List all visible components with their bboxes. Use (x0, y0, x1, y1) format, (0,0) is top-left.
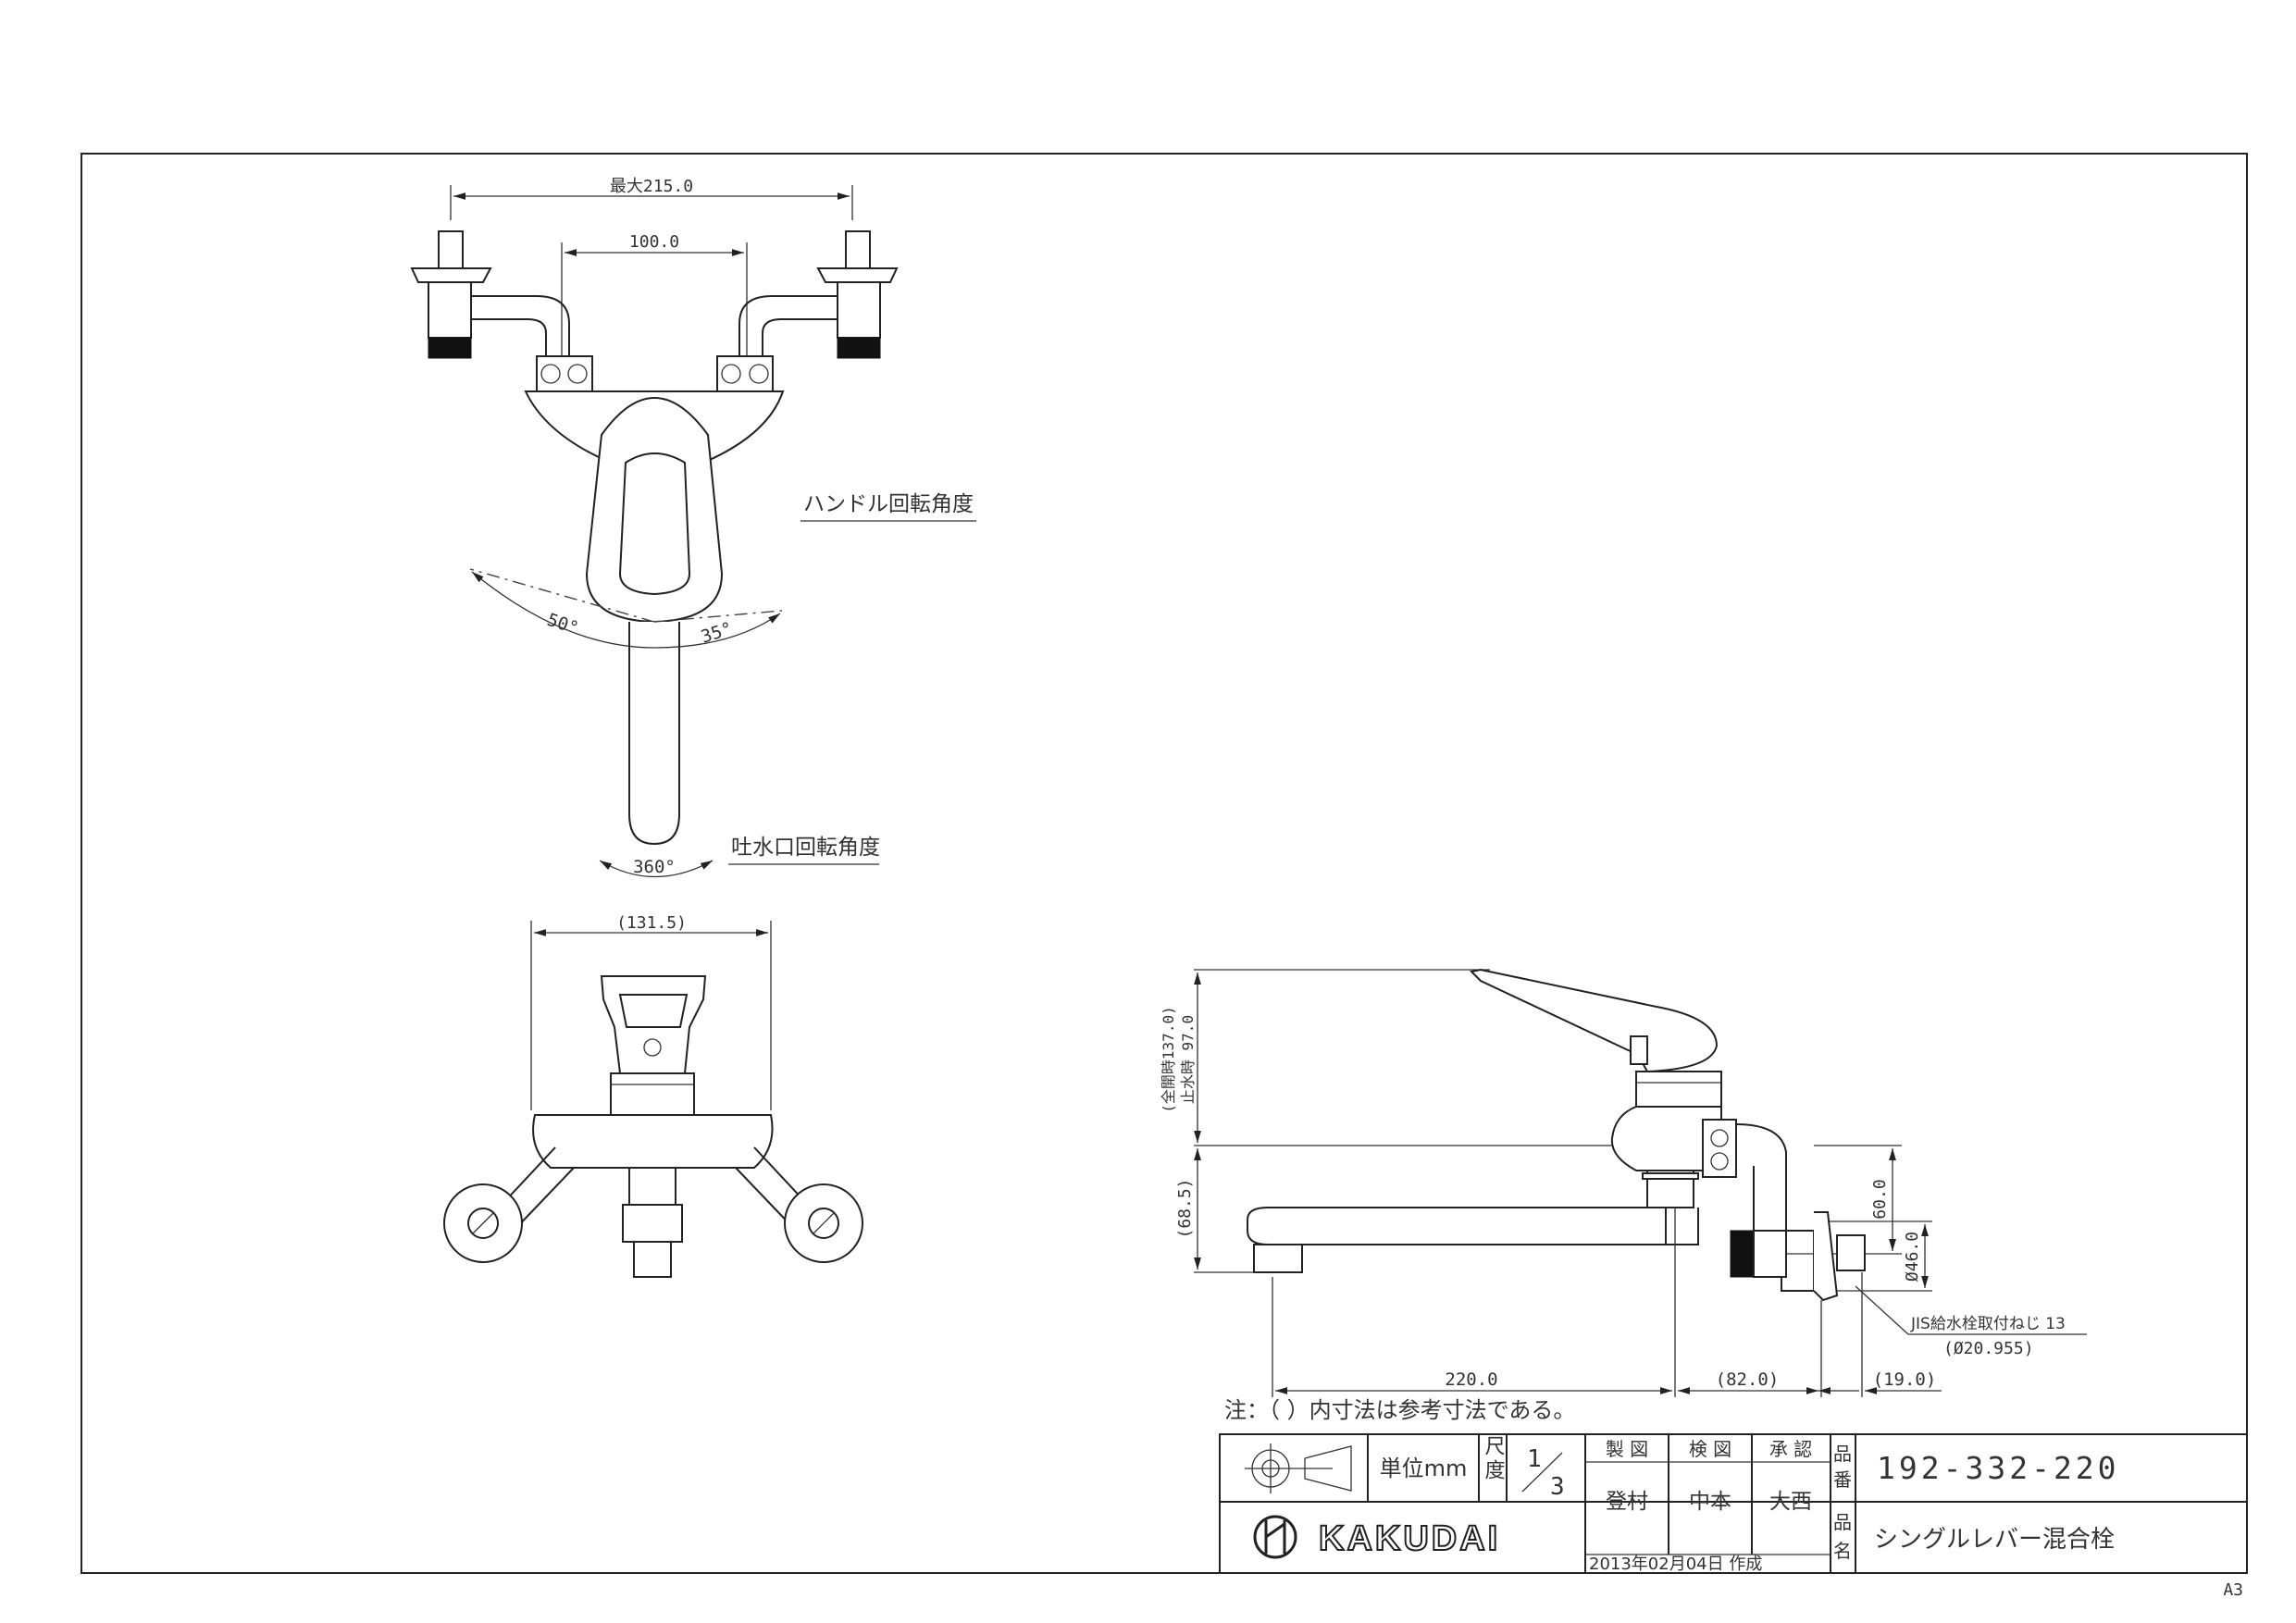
product-name: シングルレバー混合栓 (1874, 1526, 2115, 1554)
part-number: 192-332-220 (1877, 1450, 2120, 1486)
label-handle-rotation: ハンドル回転角度 (803, 492, 974, 516)
label-spout-rotation: 吐水口回転角度 (731, 836, 880, 860)
dim-stop-height: 止水時 97.0 (1179, 1015, 1197, 1104)
dim-diameter: Ø46.0 (1903, 1232, 1922, 1282)
sheet-size: A3 (2223, 1580, 2243, 1600)
spout-angle-arc (599, 860, 714, 878)
dim-pitch: 100.0 (629, 232, 679, 252)
approved-header: 承 認 (1769, 1438, 1812, 1460)
handle-angle-arc (471, 571, 781, 649)
angle-handle-right: 35° (699, 618, 735, 648)
front-view: (131.5) (443, 913, 863, 1278)
top-view: 最大215.0 100.0 50° (410, 177, 976, 878)
dim-base-height: (68.5) (1175, 1178, 1195, 1238)
projection-symbol (1245, 1443, 1352, 1493)
scale-label: 尺度 (1482, 1435, 1506, 1483)
drawn-header: 製 図 (1606, 1438, 1648, 1460)
name-label-2: 名 (1833, 1540, 1852, 1562)
scale-denominator: 3 (1550, 1473, 1565, 1501)
unit-label: 単位mm (1380, 1456, 1468, 1481)
name-label-1: 品 (1833, 1511, 1852, 1533)
date-created: 2013年02月04日 作成 (1589, 1555, 1762, 1574)
dim-body-depth: (82.0) (1716, 1369, 1780, 1390)
side-view: (全開時137.0) 止水時 97.0 (68.5) 60.0 Ø46.0 (1160, 968, 2087, 1397)
label-thread-size: (Ø20.955) (1943, 1339, 2034, 1358)
part-no-label-2: 番 (1833, 1468, 1852, 1491)
scale-numerator: 1 (1527, 1445, 1542, 1473)
brand-text: KAKUDAI (1319, 1519, 1500, 1558)
approved-by: 大西 (1769, 1490, 1812, 1514)
angle-spout: 360° (633, 857, 676, 877)
dim-wall-height: 60.0 (1870, 1179, 1890, 1219)
dim-fitting-depth: (19.0) (1873, 1369, 1937, 1390)
drawn-by: 登村 (1606, 1490, 1648, 1514)
note-text: 注：（ ）内寸法は参考寸法である。 (1224, 1397, 1575, 1423)
dim-spout-length: 220.0 (1445, 1369, 1497, 1390)
checked-header: 検 図 (1689, 1438, 1731, 1460)
dim-handle-width: (131.5) (616, 913, 687, 933)
dim-max-width: 最大215.0 (610, 177, 693, 196)
label-thread-name: JIS給水栓取付ねじ 13 (1910, 1315, 2066, 1333)
dim-total-height: (全開時137.0) (1160, 1006, 1177, 1112)
drawing-frame (81, 153, 2248, 1574)
checked-by: 中本 (1689, 1490, 1731, 1514)
part-no-label-1: 品 (1833, 1443, 1852, 1465)
title-block: 単位mm 尺度 1 3 製 図 検 図 承 認 登村 中本 大西 品 番 192… (1219, 1433, 2248, 1574)
angle-handle-left: 50° (544, 610, 580, 639)
kakudai-logo: KAKUDAI (1253, 1515, 1500, 1559)
